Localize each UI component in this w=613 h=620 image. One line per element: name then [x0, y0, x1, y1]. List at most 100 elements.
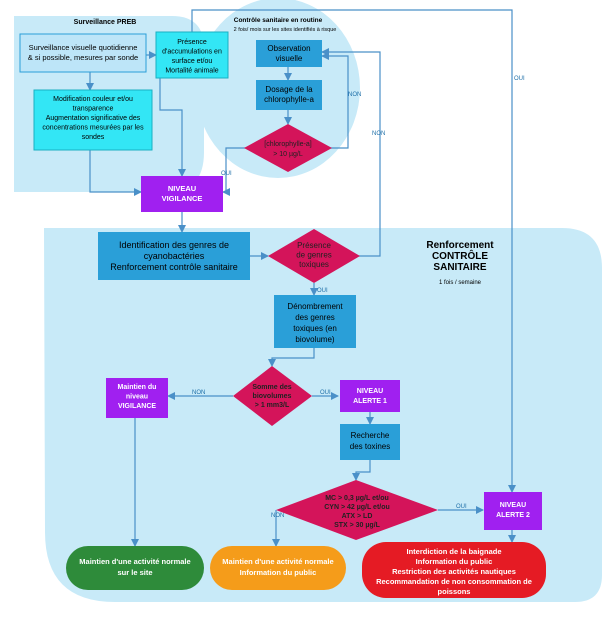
text-line: toxiques [299, 260, 329, 269]
text-line: toxiques (en [293, 324, 337, 333]
preb-title: Surveillance PREB [74, 19, 137, 26]
edge-label-oui-genres: OUI [317, 288, 328, 294]
text-line: CYN > 42 µg/L et/ou [324, 504, 390, 511]
renforcement-subtitle: 1 fois / semaine [439, 280, 482, 286]
edge-label-oui-top: OUI [514, 76, 525, 82]
text-line: NIVEAU [168, 184, 196, 193]
node-denombrement: Dénombrement des genres toxiques (en biovol… [274, 295, 356, 348]
edge-label-non-seuils: NON [271, 513, 284, 519]
text-line: surface et/ou [172, 58, 213, 65]
zone-renforcement [44, 228, 602, 602]
svg-text:Maintien d'une activité normal: Maintien d'une activité normale sur le si… [79, 557, 190, 577]
node-recherche-toxines: Recherche des toxines [340, 424, 400, 460]
text-line: biovolumes [253, 393, 292, 400]
text-line: niveau [126, 394, 148, 401]
text-line: NIVEAU [500, 502, 526, 509]
text-line: Dosage de la [265, 85, 313, 94]
text-line: Information du public [416, 557, 493, 566]
text-line: Maintien d'une activité normale [222, 557, 333, 566]
svg-text:Maintien d'une activité normal: Maintien d'une activité normaleInformati… [222, 557, 333, 577]
edge-label-oui-chloro: OUI [221, 171, 232, 177]
text-line: des genres [295, 313, 335, 322]
node-surveillance-visuelle: Surveillance visuelle quotidienne& si po… [19, 33, 147, 73]
text-line: Présence [297, 241, 331, 250]
text-line: chlorophylle-a [264, 95, 314, 104]
text-line: CONTRÔLE [432, 249, 488, 262]
svg-text:Surveillance visuelle quotidie: Surveillance visuelle quotidienne& si po… [28, 43, 138, 62]
svg-text:[chlorophylle-a]> 10 µg/L: [chlorophylle-a] > 10 µg/L [264, 141, 312, 158]
text-line: concentrations mesurées par les [42, 125, 144, 132]
text-line: des toxines [350, 442, 390, 451]
text-line: Interdiction de la baignade [406, 547, 501, 556]
connectors [86, 9, 516, 547]
text-line: Somme des [252, 384, 291, 391]
text-line: biovolume) [295, 335, 334, 344]
text-line: visuelle [276, 54, 303, 63]
text-line: sur le site [117, 568, 152, 577]
text-line: Observation [267, 44, 310, 53]
text-line: Information du public [240, 568, 317, 577]
text-line: ALERTE 2 [496, 512, 530, 519]
text-line: & si possible, mesures par sonde [28, 53, 138, 62]
text-line: ALERTE 1 [353, 398, 387, 405]
text-line: > 10 µg/L [273, 151, 303, 158]
edge-label-non-chloro: NON [348, 92, 361, 98]
text-line: Identification des genres de [119, 240, 229, 250]
text-line: d'accumulations en [162, 49, 222, 56]
node-activite-normale-site: Maintien d'une activité normale sur le si… [66, 546, 204, 590]
text-line: [chlorophylle-a] [264, 141, 312, 148]
text-line: Recherche [351, 431, 390, 440]
text-line: Renforcement contrôle sanitaire [110, 262, 238, 272]
edge-label-non-somme: NON [192, 390, 205, 396]
text-line: Maintien d'une activité normale [79, 557, 190, 566]
node-niveau-alerte-1: NIVEAU ALERTE 1 [340, 380, 400, 412]
text-line: STX > 30 µg/L [334, 522, 381, 529]
routine-title: Contrôle sanitaire en routine [234, 17, 323, 24]
text-line: MC > 0,3 µg/L et/ou [325, 495, 389, 502]
text-line: VIGILANCE [118, 403, 156, 410]
text-line: Modification couleur et/ou [53, 96, 133, 103]
text-line: Maintien du [118, 384, 157, 391]
text-line: Dénombrement [287, 302, 343, 311]
text-line: Augmentation significative des [46, 115, 141, 122]
text-line: sondes [82, 134, 105, 141]
text-line: NIVEAU [357, 388, 383, 395]
text-line: Présence [177, 39, 207, 46]
edge-label-non-genres: NON [372, 131, 385, 137]
text-line: de genres [296, 251, 332, 260]
text-line: transparence [73, 106, 114, 113]
text-line: cyanobactéries [144, 251, 205, 261]
text-line: Renforcement [426, 240, 494, 251]
text-line: poissons [438, 587, 471, 596]
text-line: VIGILANCE [162, 194, 203, 203]
routine-subtitle: 2 fois/ mois sur les sites identifiés à … [234, 27, 337, 33]
text-line: Surveillance visuelle quotidienne [29, 43, 138, 52]
